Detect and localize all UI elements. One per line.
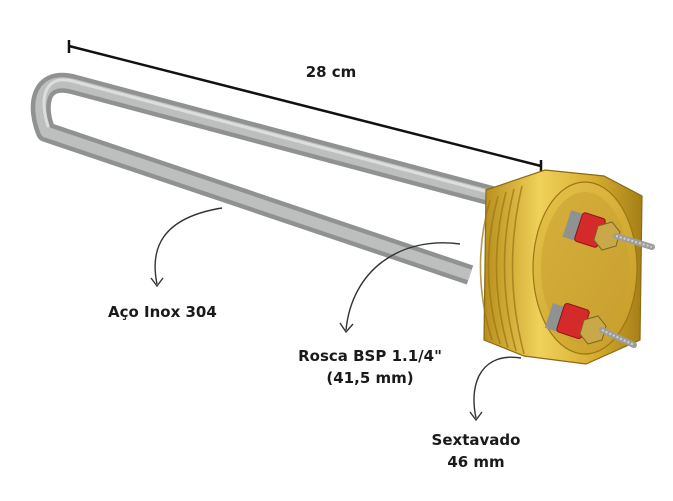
thread-callout-arrow: [345, 242, 461, 331]
hex-label: Sextavado 46 mm: [423, 429, 529, 473]
steel-callout-arrowhead: [150, 277, 164, 288]
hex-label-line2: 46 mm: [447, 453, 505, 471]
callout-arrows: [150, 207, 522, 422]
thread-label-line1: Rosca BSP 1.1/4": [298, 347, 442, 365]
steel-callout-arrow: [154, 207, 223, 285]
hex-label-line1: Sextavado: [431, 431, 521, 449]
steel-tube: [30, 72, 495, 285]
material-label: Aço Inox 304: [108, 303, 217, 321]
thread-label: Rosca BSP 1.1/4" (41,5 mm): [286, 345, 454, 389]
terminals: [544, 210, 655, 348]
hex-callout-arrowhead: [469, 411, 483, 422]
thread-label-line2: (41,5 mm): [326, 369, 414, 387]
thread-callout-arrowhead: [339, 322, 354, 334]
hex-callout-arrow: [473, 356, 522, 419]
length-label: 28 cm: [305, 63, 357, 81]
